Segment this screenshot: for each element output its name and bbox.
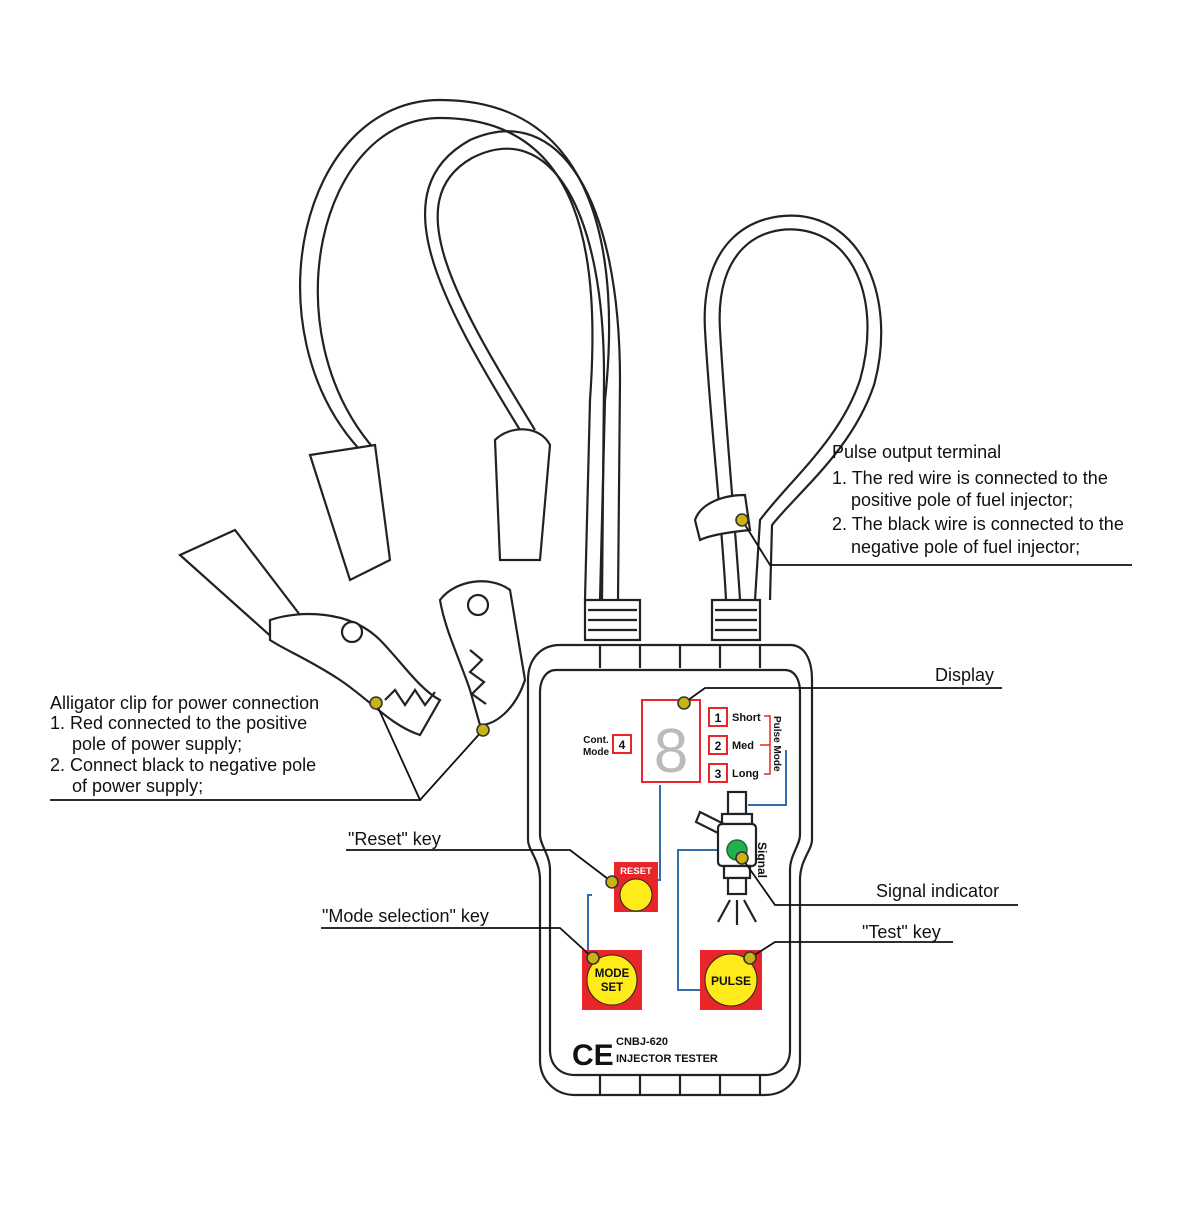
- alligator-clip-red: [178, 443, 442, 737]
- pulse-mode-label: Pulse Mode: [771, 716, 782, 772]
- mode-1-number: 1: [715, 711, 722, 725]
- mode-2-label: Med: [732, 740, 754, 752]
- seven-segment-digit: 8: [654, 717, 688, 786]
- callout-dot-mode: [586, 951, 600, 965]
- callout-dot-signal: [735, 851, 749, 865]
- display: 8: [641, 699, 701, 786]
- test-key-label: "Test" key: [862, 922, 941, 942]
- alligator-clip-black: [438, 428, 552, 727]
- callout-dot-red-clip: [369, 696, 383, 710]
- reset-button[interactable]: RESET: [614, 862, 658, 912]
- mode-label: Mode: [583, 747, 610, 758]
- pulse-cable: [693, 214, 883, 601]
- mode-key-label: "Mode selection" key: [322, 906, 489, 926]
- cont-mode-number: 4: [619, 738, 626, 752]
- clip-line-2: pole of power supply;: [72, 734, 242, 754]
- reset-key-label: "Reset" key: [348, 829, 441, 849]
- mode-set-label-2: SET: [601, 982, 623, 994]
- mode-set-label-1: MODE: [595, 968, 630, 980]
- pulse-mode-list: 1 Short 2 Med 3 Long Pulse Mode: [708, 707, 782, 783]
- pulse-lead-boot: [693, 493, 752, 542]
- mode-3-number: 3: [715, 767, 722, 781]
- pulse-terminal-line-1: 1. The red wire is connected to the: [832, 468, 1108, 488]
- alligator-clip-callout: Alligator clip for power connection 1. R…: [50, 693, 319, 796]
- reset-button-label: RESET: [620, 866, 652, 877]
- clip-line-4: of power supply;: [72, 776, 203, 796]
- callout-dot-black-clip: [476, 723, 490, 737]
- pulse-terminal-line-2: positive pole of fuel injector;: [851, 490, 1073, 510]
- callout-dot-pulse-key: [743, 951, 757, 965]
- power-cable: [298, 98, 622, 601]
- clip-title: Alligator clip for power connection: [50, 693, 319, 713]
- display-label: Display: [935, 665, 994, 685]
- pulse-terminal-line-3: 2. The black wire is connected to the: [832, 514, 1124, 534]
- pulse-terminal-callout: Pulse output terminal 1. The red wire is…: [832, 442, 1124, 557]
- mode-1-label: Short: [732, 712, 761, 724]
- pulse-terminal-line-4: negative pole of fuel injector;: [851, 537, 1080, 557]
- mode-2-number: 2: [715, 739, 722, 753]
- callout-leaders: [50, 519, 1132, 959]
- model-number: CNBJ-620: [616, 1036, 668, 1048]
- clip-line-1: 1. Red connected to the positive: [50, 713, 307, 733]
- callout-dot-display: [677, 696, 691, 710]
- callout-dot-reset: [605, 875, 619, 889]
- callout-dot-pulse: [735, 513, 749, 527]
- ce-mark: CE: [572, 1039, 614, 1072]
- clip-line-3: 2. Connect black to negative pole: [50, 755, 316, 775]
- product-name: INJECTOR TESTER: [616, 1053, 718, 1065]
- pulse-terminal-title: Pulse output terminal: [832, 442, 1001, 462]
- pulse-button-label: PULSE: [711, 974, 751, 988]
- mode-3-label: Long: [732, 768, 759, 780]
- cont-label: Cont.: [583, 735, 609, 746]
- signal-indicator-label: Signal indicator: [876, 881, 999, 901]
- signal-label: Signal: [755, 842, 769, 878]
